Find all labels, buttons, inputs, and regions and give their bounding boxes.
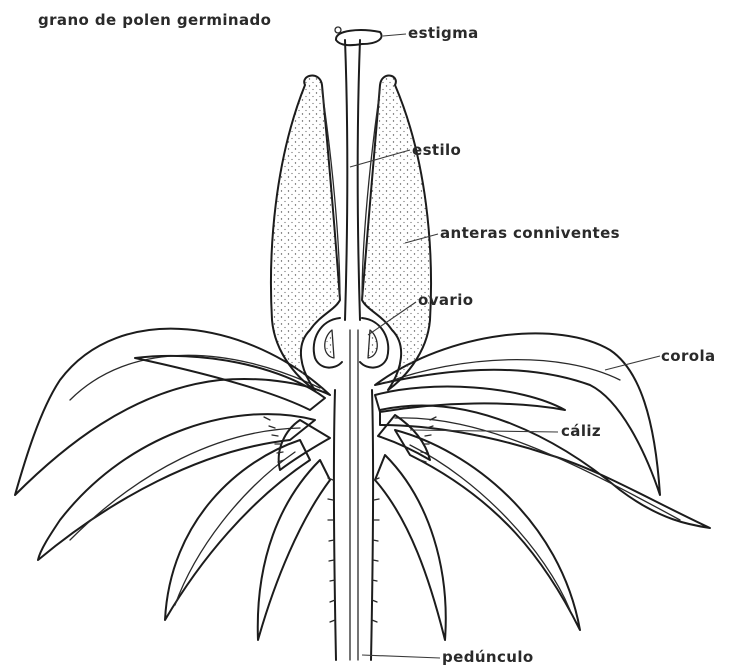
- peduncle: [328, 330, 379, 660]
- ovary: [314, 318, 389, 368]
- label-style: estilo: [412, 141, 461, 159]
- style: [345, 40, 360, 320]
- label-calyx: cáliz: [561, 422, 601, 440]
- label-anthers: anteras conniventes: [440, 224, 620, 242]
- label-corolla: corola: [661, 347, 716, 365]
- label-pollen: grano de polen germinado: [38, 11, 271, 29]
- corolla-petals: [15, 329, 710, 640]
- label-ovary: ovario: [418, 291, 473, 309]
- label-peduncle: pedúnculo: [442, 648, 534, 666]
- pollen-grain: [335, 27, 341, 33]
- connivent-anthers: [271, 76, 431, 390]
- stigma: [336, 30, 382, 45]
- label-stigma: estigma: [408, 24, 479, 42]
